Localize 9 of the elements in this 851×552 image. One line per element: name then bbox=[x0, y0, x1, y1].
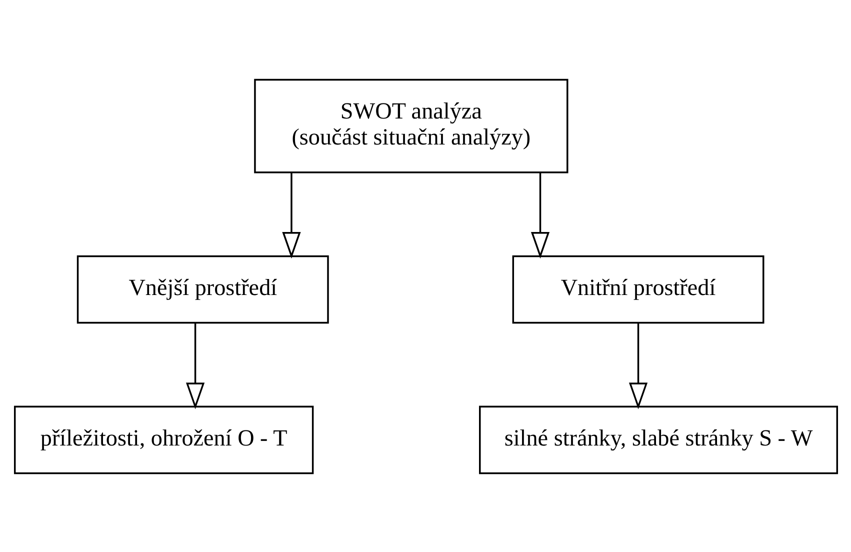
arrow bbox=[282, 172, 300, 258]
node-box: SWOT analýza (součást situační analýzy) bbox=[254, 78, 568, 173]
arrow bbox=[185, 322, 204, 409]
node-box: Vnitřní prostředí bbox=[512, 254, 764, 324]
node-box: Vnější prostředí bbox=[76, 254, 328, 324]
arrow bbox=[530, 172, 550, 258]
node-box: silné stránky, slabé stránky S - W bbox=[478, 405, 838, 474]
node-box: příležitosti, ohrožení O - T bbox=[13, 405, 314, 474]
arrow bbox=[628, 322, 648, 409]
